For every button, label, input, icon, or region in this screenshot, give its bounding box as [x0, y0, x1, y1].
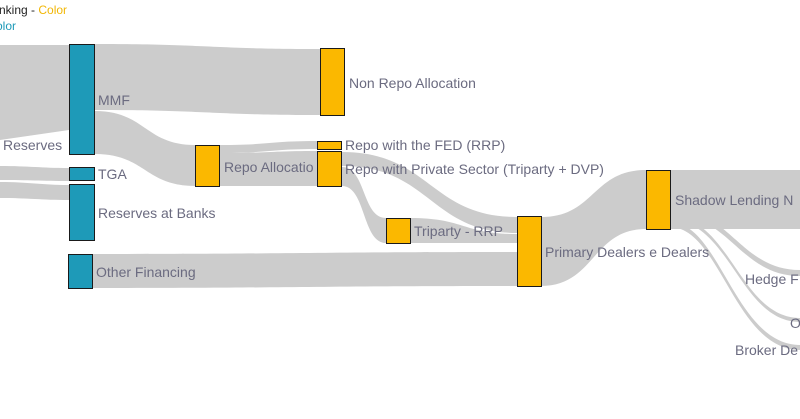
flow-private-primary: [342, 152, 517, 233]
flow-repo-private: [220, 151, 317, 186]
label-shadow-lending: Shadow Lending N: [675, 192, 793, 208]
flow-shadow-other: [670, 216, 800, 322]
legend-text-2: olor: [0, 19, 17, 33]
label-other-financing: Other Financing: [96, 264, 196, 280]
flow-primary-shadow: [541, 170, 646, 286]
label-primary-dealers: Primary Dealers e Dealers: [545, 244, 709, 260]
flow-other-primary: [93, 252, 517, 288]
node-mmf[interactable]: [69, 44, 95, 155]
node-reserves-at-banks[interactable]: [69, 184, 95, 241]
label-repo-fed: Repo with the FED (RRP): [345, 137, 505, 153]
flow-shadow-hedge: [670, 208, 800, 276]
legend-node-color: nking - Color: [0, 3, 67, 17]
node-shadow-lending[interactable]: [646, 170, 671, 230]
node-primary-dealers[interactable]: [517, 216, 542, 287]
flow-private-triparty: [342, 167, 386, 243]
flow-reserves-banks: [0, 182, 69, 200]
label-repo-private: Repo with Private Sector (Triparty + DVP…: [345, 161, 604, 177]
node-triparty-rrp[interactable]: [386, 218, 411, 244]
node-non-repo-allocation[interactable]: [320, 48, 345, 116]
node-repo-allocation[interactable]: [195, 145, 220, 187]
flows: [0, 44, 800, 350]
label-broker: Broker De: [735, 342, 798, 358]
label-hedge: Hedge F: [745, 271, 799, 287]
node-repo-fed[interactable]: [317, 141, 342, 150]
label-tga: TGA: [98, 166, 127, 182]
flow-mmf-repo: [95, 111, 195, 186]
label-reserves-at-banks: Reserves at Banks: [98, 205, 216, 221]
label-repo-allocation: Repo Allocatio: [224, 159, 314, 175]
label-mmf: MMF: [98, 92, 130, 108]
node-repo-private[interactable]: [317, 151, 342, 187]
flow-repo-fed: [220, 141, 317, 153]
flow-mmf-nonrepo: [95, 44, 320, 115]
node-tga[interactable]: [69, 167, 95, 181]
nodes: [68, 44, 671, 289]
legend-accent-text: Color: [38, 3, 68, 17]
flow-reserves-mmf: [0, 45, 69, 140]
flow-primary-shadow-main: [670, 170, 800, 229]
labels: Reserves MMF TGA Reserves at Banks Other…: [3, 75, 800, 358]
flow-reserves-tga: [0, 166, 69, 181]
flow-triparty-primary: [410, 218, 517, 243]
legend-level-color: olor: [0, 19, 16, 33]
legend-text: nking -: [0, 3, 39, 17]
label-reserves: Reserves: [3, 137, 62, 153]
node-other-financing[interactable]: [68, 254, 93, 289]
label-triparty-rrp: Triparty - RRP: [414, 223, 503, 239]
label-non-repo-allocation: Non Repo Allocation: [349, 75, 476, 91]
label-other-o: O: [790, 315, 800, 331]
